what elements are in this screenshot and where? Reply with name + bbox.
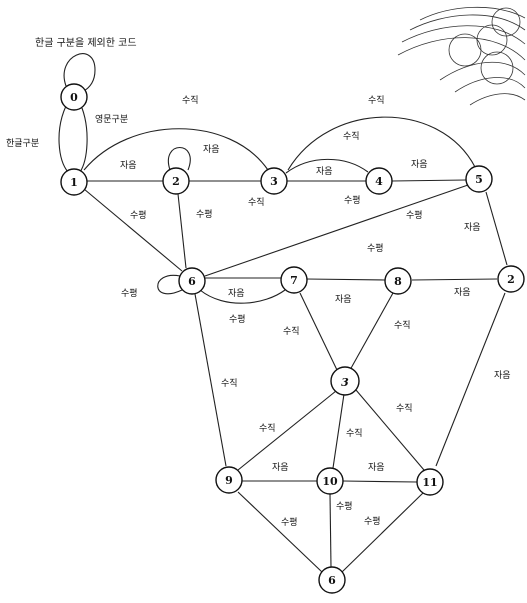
label-horizontal-3-4: 수평 xyxy=(344,195,361,206)
label-horizontal-6-self: 수평 xyxy=(121,288,138,299)
label-vertical-3-10: 수직 xyxy=(346,428,363,439)
edge-11-6b xyxy=(342,492,424,572)
node-2b-label: 2 xyxy=(507,273,515,286)
label-vertical-2-3: 수직 xyxy=(248,197,265,208)
node-6: 6 xyxy=(179,268,205,294)
edge-10-11 xyxy=(343,481,417,482)
label-consonant-10-11: 자음 xyxy=(368,462,385,473)
edge-1-6 xyxy=(84,189,182,271)
label-consonant-1-2: 자음 xyxy=(120,160,137,171)
label-hangul-split: 한글구분 xyxy=(6,138,39,149)
node-6-label: 6 xyxy=(188,275,196,288)
edge-9-6b xyxy=(238,492,322,572)
label-horizontal-1-6: 수평 xyxy=(130,210,147,221)
edge-2-self xyxy=(168,148,190,171)
node-9: 9 xyxy=(216,467,242,493)
label-consonant-3-4: 자음 xyxy=(316,166,333,177)
edge-5-6 xyxy=(205,185,468,276)
node-10: 10 xyxy=(317,468,343,494)
label-horizontal-7-8: 수평 xyxy=(367,243,384,254)
node-5: 5 xyxy=(466,166,492,192)
node-9-label: 9 xyxy=(225,474,233,487)
label-horizontal-2-6: 수평 xyxy=(196,209,213,220)
edge-4-5 xyxy=(392,180,466,181)
edge-10-6b xyxy=(330,494,331,567)
node-10-label: 10 xyxy=(322,475,338,488)
node-8-label: 8 xyxy=(394,275,402,288)
node-2-label: 2 xyxy=(172,175,180,188)
edge-6-self xyxy=(158,275,182,293)
label-consonant-9-10: 자음 xyxy=(272,462,289,473)
edges xyxy=(59,54,507,572)
node-6b: 6 xyxy=(319,567,345,593)
label-vertical-3-5: 수직 xyxy=(368,95,385,106)
edge-8-3b xyxy=(350,293,393,370)
scribble-decoration xyxy=(398,7,525,105)
label-horizontal-5-6: 수평 xyxy=(406,210,423,221)
node-4: 4 xyxy=(366,168,392,194)
node-3-label: 3 xyxy=(270,175,278,188)
node-4-label: 4 xyxy=(375,175,383,188)
label-vertical-6-9: 수직 xyxy=(221,378,238,389)
node-11-label: 11 xyxy=(422,476,437,489)
node-2b: 2 xyxy=(498,266,524,292)
edge-7-3b xyxy=(300,293,337,370)
node-11: 11 xyxy=(417,469,443,495)
node-8: 8 xyxy=(385,268,411,294)
node-7-label: 7 xyxy=(290,274,298,287)
node-3b-label: 3 xyxy=(341,376,349,389)
node-2: 2 xyxy=(163,168,189,194)
edge-7-8 xyxy=(306,279,385,280)
node-0: 0 xyxy=(61,84,87,110)
edge-1-3-arc xyxy=(84,129,268,170)
label-consonant-6-7: 자음 xyxy=(228,288,245,299)
edge-3-5-arc xyxy=(288,117,475,170)
label-horizontal-9-6: 수평 xyxy=(281,517,298,528)
edge-3b-9 xyxy=(238,391,336,470)
node-3: 3 xyxy=(261,168,287,194)
label-consonant-4-5: 자음 xyxy=(411,159,428,170)
edge-0-1-right xyxy=(80,108,87,172)
node-5-label: 5 xyxy=(475,173,483,186)
label-consonant-2-self: 자음 xyxy=(203,144,220,155)
label-vertical-3-9: 수직 xyxy=(259,423,276,434)
edge-3b-11 xyxy=(356,390,424,470)
label-horizontal-6-7: 수평 xyxy=(229,314,246,325)
edge-0-1-left xyxy=(59,106,68,172)
edge-2-6 xyxy=(178,194,186,268)
edge-3b-10 xyxy=(333,394,344,468)
label-vertical-7-3: 수직 xyxy=(283,326,300,337)
label-horizontal-10-6: 수평 xyxy=(336,501,353,512)
label-consonant-5-2: 자음 xyxy=(464,222,481,233)
label-vertical-3-5b: 수직 xyxy=(343,131,360,142)
node-7: 7 xyxy=(281,267,307,293)
edge-5-2b xyxy=(486,192,507,265)
node-6b-label: 6 xyxy=(328,574,336,587)
edge-8-2b xyxy=(412,279,497,280)
node-0-label: 0 xyxy=(70,91,78,104)
label-vertical-3-11: 수직 xyxy=(396,403,413,414)
label-consonant-7-3: 자음 xyxy=(335,294,352,305)
node-1: 1 xyxy=(61,169,87,195)
label-horizontal-11-6: 수평 xyxy=(364,516,381,527)
label-consonant-8-2: 자음 xyxy=(454,287,471,298)
diagram-title: 한글 구분을 제외한 코드 xyxy=(35,37,137,49)
label-english-split: 영문구분 xyxy=(95,114,128,125)
label-vertical-1-3: 수직 xyxy=(182,95,199,106)
label-vertical-8-3: 수직 xyxy=(394,320,411,331)
node-3b: 3 xyxy=(331,367,359,395)
node-1-label: 1 xyxy=(70,176,78,189)
label-consonant-2-11: 자음 xyxy=(494,370,511,381)
